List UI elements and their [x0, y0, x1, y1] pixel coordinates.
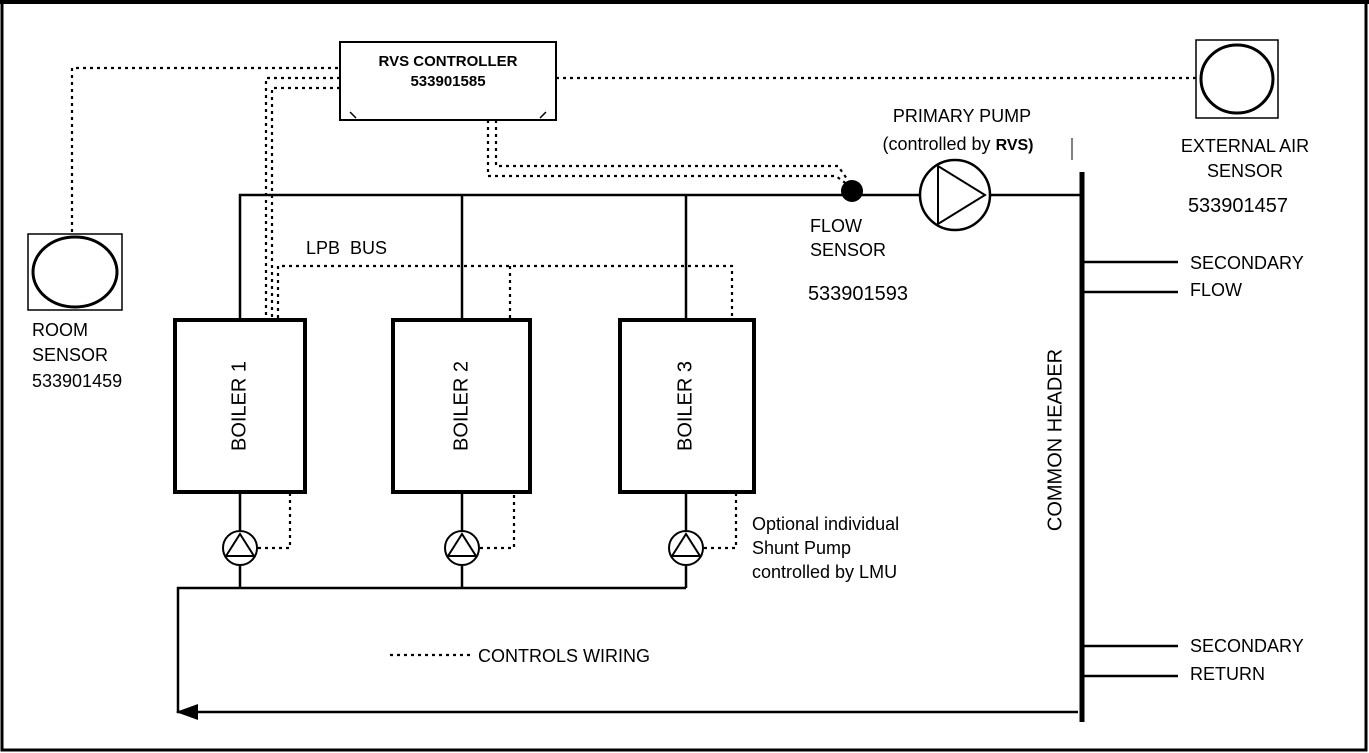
room-sensor-icon — [31, 235, 119, 309]
external-sensor-line1: EXTERNAL AIR — [1181, 136, 1309, 156]
flow-sensor: FLOW SENSOR 533901593 — [808, 180, 908, 305]
lpb-bus-label: LPB BUS — [306, 238, 387, 258]
wire-lpb-bus — [276, 264, 734, 318]
flow-sensor-code: 533901593 — [808, 283, 908, 305]
secondary-flow-line1: SECONDARY — [1190, 253, 1304, 273]
secondary-return-line1: SECONDARY — [1190, 636, 1304, 656]
primary-pump-line2: (controlled by RVS) — [883, 134, 1034, 154]
return-arrow-head — [176, 704, 198, 720]
wire-room-sensor — [70, 66, 340, 232]
wire-controller-boiler-1a — [264, 76, 340, 318]
boiler-2-label: BOILER 2 — [450, 361, 472, 451]
rvs-controller: RVS CONTROLLER 533901585 — [339, 41, 557, 121]
external-air-sensor: EXTERNAL AIR SENSOR 533901457 — [1181, 39, 1309, 217]
rvs-controller-title: RVS CONTROLLER — [379, 53, 518, 70]
wire-shunt-pump-3 — [704, 494, 738, 550]
shunt-pump-2-icon — [444, 530, 480, 566]
wire-shunt-pump-2 — [480, 494, 516, 550]
shunt-note-line3: controlled by LMU — [752, 562, 897, 582]
wire-flow-sensor-a — [486, 120, 853, 189]
external-sensor-icon — [1199, 43, 1275, 115]
shunt-pump-1-icon — [222, 530, 258, 566]
control-wiring — [70, 66, 1196, 657]
pipework — [176, 172, 1178, 722]
shunt-pump-1 — [222, 530, 258, 566]
boiler-3: BOILER 3 — [618, 318, 756, 494]
primary-pump: PRIMARY PUMP (controlled by RVS) — [883, 106, 1073, 232]
flow-sensor-line1: FLOW — [810, 216, 862, 236]
external-sensor-line2: SENSOR — [1207, 161, 1283, 181]
flow-sensor-line2: SENSOR — [810, 240, 886, 260]
boiler-1: BOILER 1 — [173, 318, 307, 494]
wire-shunt-pump-1 — [258, 494, 292, 550]
common-header-label: COMMON HEADER — [1044, 349, 1066, 531]
secondary-return-line2: RETURN — [1190, 664, 1265, 684]
primary-flow-pipe — [238, 193, 920, 320]
boiler-2: BOILER 2 — [391, 318, 532, 494]
wire-flow-sensor-b — [494, 120, 853, 187]
wire-controller-boiler-1b — [270, 86, 340, 318]
shunt-note-line2: Shunt Pump — [752, 538, 851, 558]
shunt-pump-3 — [668, 530, 704, 566]
rvs-controller-box — [339, 41, 557, 121]
room-sensor-line2: SENSOR — [32, 345, 108, 365]
secondary-flow-line2: FLOW — [1190, 280, 1242, 300]
room-sensor-line1: ROOM — [32, 320, 88, 340]
rvs-controller-code: 533901585 — [410, 73, 485, 90]
boiler-1-box — [173, 318, 307, 494]
boiler-3-box — [618, 318, 756, 494]
primary-return-pipe — [176, 586, 1078, 714]
shunt-pump-note: Optional individual Shunt Pump controlle… — [752, 514, 899, 582]
primary-pump-line1: PRIMARY PUMP — [893, 106, 1031, 126]
shunt-note-line1: Optional individual — [752, 514, 899, 534]
flow-sensor-icon — [841, 180, 863, 202]
external-sensor-code: 533901457 — [1188, 195, 1288, 217]
room-sensor-code: 533901459 — [32, 371, 122, 391]
room-sensor: ROOM SENSOR 533901459 — [27, 233, 123, 391]
primary-pump-arrow — [937, 164, 987, 226]
boiler-1-label: BOILER 1 — [228, 361, 250, 451]
legend-label: CONTROLS WIRING — [478, 646, 650, 666]
boiler-2-box — [391, 318, 532, 494]
shunt-pump-3-icon — [668, 530, 704, 566]
boiler-3-label: BOILER 3 — [674, 361, 696, 451]
shunt-pump-2 — [444, 530, 480, 566]
